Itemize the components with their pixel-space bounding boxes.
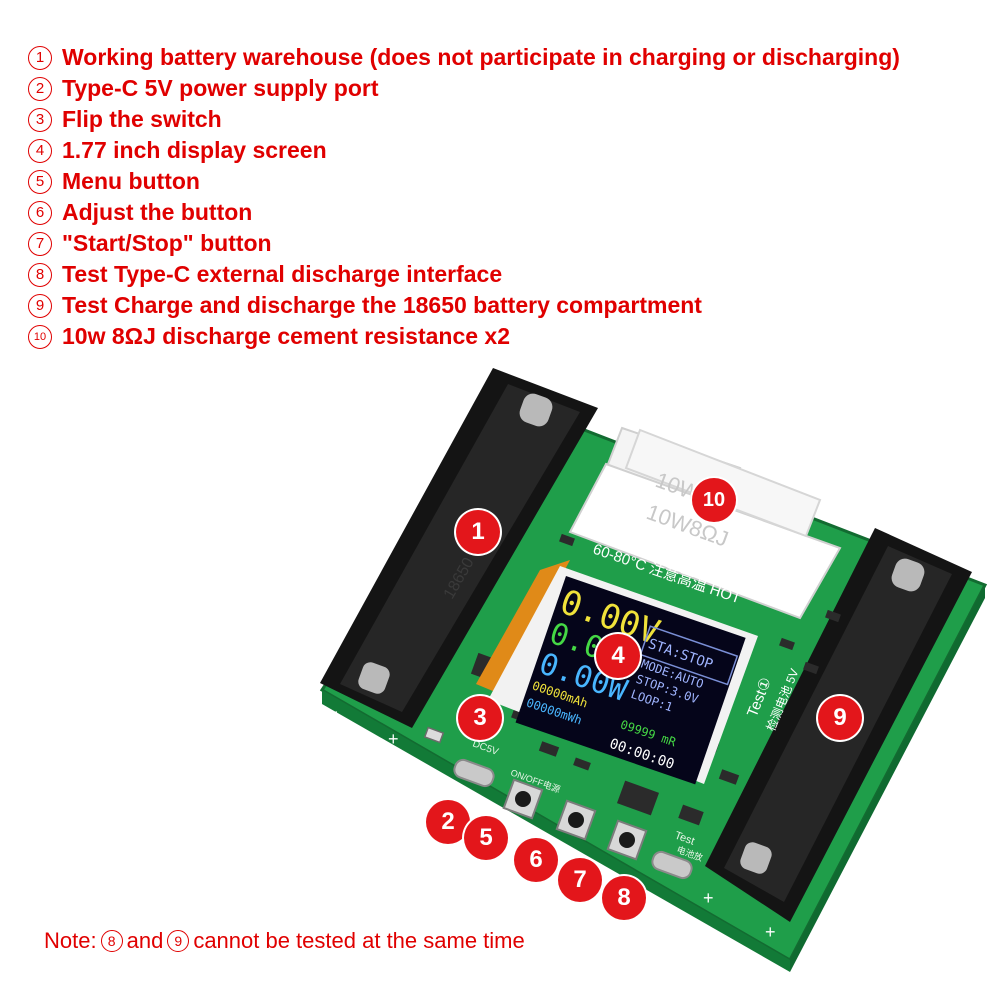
- legend-text: "Start/Stop" button: [62, 230, 272, 256]
- legend-item: 10 10w 8ΩJ discharge cement resistance x2: [28, 321, 988, 352]
- callout-1: 1: [456, 510, 500, 554]
- pcb-edge-right: [790, 585, 985, 972]
- legend-item: 5 Menu button: [28, 166, 988, 197]
- footer-note: Note: 8 and 9 cannot be tested at the sa…: [44, 928, 525, 954]
- legend-number: 4: [28, 138, 52, 163]
- legend-item: 2 Type-C 5V power supply port: [28, 73, 988, 104]
- note-number-9: 9: [167, 930, 190, 952]
- legend-item: 9 Test Charge and discharge the 18650 bat…: [28, 290, 988, 321]
- legend-list: 1 Working battery warehouse (does not par…: [28, 42, 988, 352]
- flip-switch: [423, 726, 445, 744]
- legend-item: 7 "Start/Stop" button: [28, 228, 988, 259]
- legend-text: Adjust the button: [62, 199, 253, 225]
- legend-item: 6 Adjust the button: [28, 197, 988, 228]
- legend-number: 1: [28, 45, 52, 70]
- usb-c-port-test: [651, 850, 693, 880]
- legend-number: 6: [28, 200, 52, 225]
- legend-item: 4 1.77 inch display screen: [28, 135, 988, 166]
- legend-text: Type-C 5V power supply port: [62, 75, 379, 101]
- legend-number: 10: [28, 324, 52, 349]
- callout-4: 4: [596, 634, 640, 678]
- callout-3: 3: [458, 696, 502, 740]
- usb-c-port-power: [453, 758, 495, 788]
- svg-text:+: +: [388, 729, 399, 749]
- callout-10: 10: [692, 478, 736, 522]
- legend-number: 5: [28, 169, 52, 194]
- legend-text: 1.77 inch display screen: [62, 137, 327, 163]
- legend-number: 9: [28, 293, 52, 318]
- tact-buttons: [502, 778, 648, 861]
- legend-text: Menu button: [62, 168, 200, 194]
- note-mid: and: [126, 928, 164, 953]
- legend-text: Test Charge and discharge the 18650 batt…: [62, 292, 702, 318]
- legend-number: 3: [28, 107, 52, 132]
- legend-number: 8: [28, 262, 52, 287]
- legend-item: 8 Test Type-C external discharge interfac…: [28, 259, 988, 290]
- callout-2: 2: [426, 800, 470, 844]
- battery-holder-left: 18650: [320, 368, 598, 728]
- callout-7: 7: [558, 858, 602, 902]
- callout-8: 8: [602, 876, 646, 920]
- legend-number: 7: [28, 231, 52, 256]
- callout-5: 5: [464, 816, 508, 860]
- svg-text:+: +: [331, 706, 342, 726]
- svg-text:+: +: [703, 888, 714, 908]
- svg-text:+: +: [765, 922, 776, 942]
- legend-text: Test Type-C external discharge interface: [62, 261, 503, 287]
- legend-item: 3 Flip the switch: [28, 104, 988, 135]
- note-suffix: cannot be tested at the same time: [193, 928, 525, 953]
- legend-item: 1 Working battery warehouse (does not par…: [28, 42, 988, 73]
- callout-9: 9: [818, 696, 862, 740]
- legend-text: 10w 8ΩJ discharge cement resistance x2: [62, 323, 511, 349]
- legend-number: 2: [28, 76, 52, 101]
- note-prefix: Note:: [44, 928, 97, 953]
- pcb-edge: [322, 690, 790, 972]
- callout-6: 6: [514, 838, 558, 882]
- legend-text: Flip the switch: [62, 106, 222, 132]
- legend-text: Working battery warehouse (does not part…: [62, 44, 900, 70]
- note-number-8: 8: [100, 930, 123, 952]
